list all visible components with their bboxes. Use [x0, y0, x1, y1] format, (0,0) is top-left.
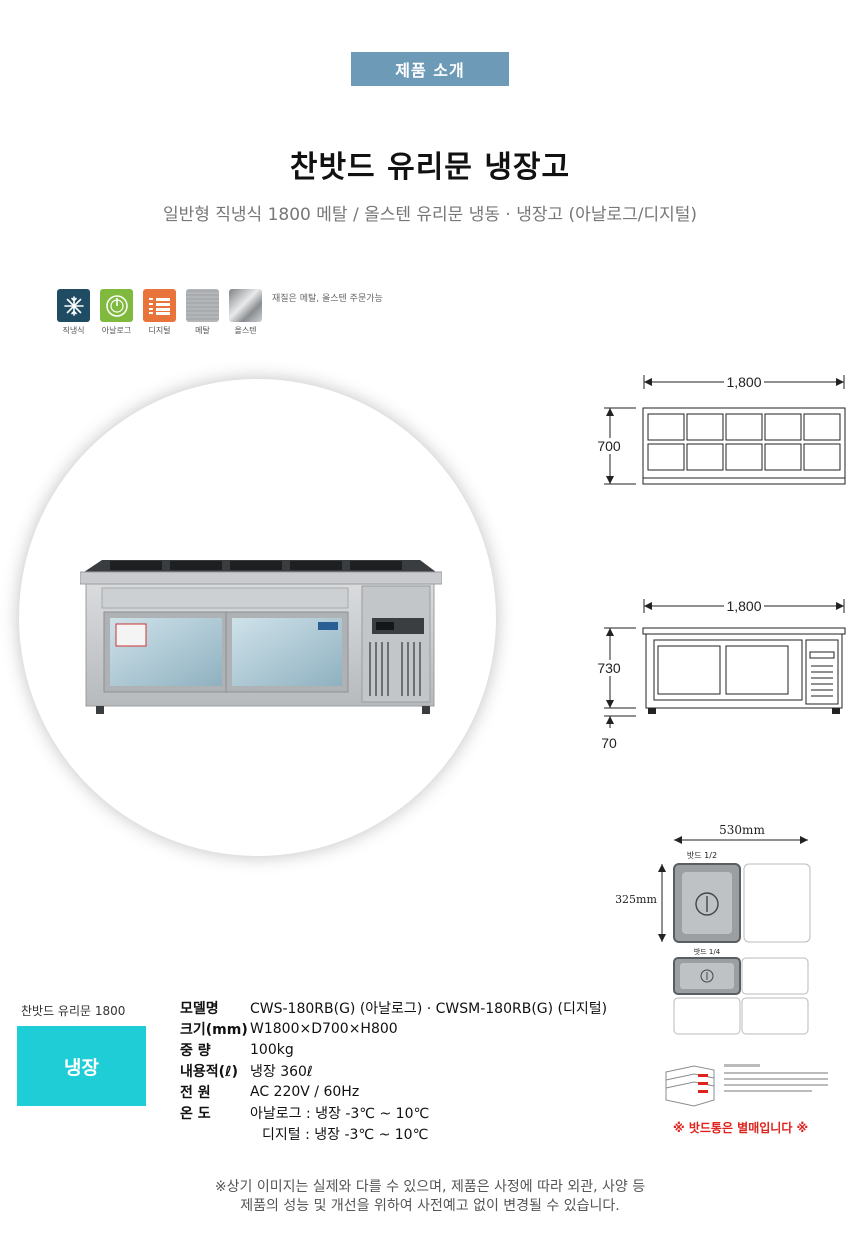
product-name: 찬밧드 유리문 1800 [21, 1004, 126, 1018]
front-width-label: 1,800 [726, 598, 761, 614]
pan-layout-drawing: 530mm 325mm 밧드 1/2 밧드 1/4 [615, 823, 811, 1035]
pan-width-label: 530mm [719, 823, 765, 837]
digital-display-icon [143, 289, 176, 322]
leg-height-label: 70 [601, 735, 617, 751]
top-view-drawing: 1,800 700 [596, 374, 846, 485]
spec-key: 모델명 [180, 1000, 219, 1017]
spec-value: AC 220V / 60Hz [250, 1083, 360, 1100]
spec-row-model: 모델명 CWS-180RB(G) (아날로그) · CWSM-180RB(G) … [180, 997, 607, 1018]
spec-temperature-digital: 디지털 : 냉장 -3℃ ~ 10℃ [262, 1126, 429, 1143]
feature-label: 직냉식 [62, 326, 85, 335]
spec-key: 전 원 [180, 1084, 211, 1101]
page-subtitle: 일반형 직냉식 1800 메탈 / 올스텐 유리문 냉동 · 냉장고 (아날로그… [162, 205, 698, 225]
feature-direct-cooling: 직냉식 [57, 289, 90, 336]
disclaimer-line: 제품의 성능 및 개선을 위하여 사전예고 없이 변경될 수 있습니다. [240, 1198, 620, 1214]
pan-sold-separately-note: ※ 밧드통은 별매입니다 ※ [673, 1121, 809, 1135]
disclaimer-line: ※상기 이미지는 실제와 다를 수 있으며, 제품은 사정에 따라 외관, 사양… [214, 1179, 646, 1195]
spec-row-capacity: 내용적(ℓ) 냉장 360ℓ [180, 1060, 607, 1081]
spec-row-temperature: 온 도 아날로그 : 냉장 -3℃ ~ 10℃ [180, 1102, 607, 1123]
spec-value: W1800×D700×H800 [250, 1020, 398, 1037]
feature-label: 메탈 [195, 326, 210, 335]
snowflake-icon [57, 289, 90, 322]
front-height-label: 730 [597, 660, 621, 676]
spec-key: 내용적(ℓ) [180, 1063, 239, 1080]
type-badge: 냉장 [17, 1026, 146, 1106]
spec-key: 중 량 [180, 1042, 211, 1059]
analog-gauge-icon [100, 289, 133, 322]
feature-icons: 직냉식 아날로그 디지털 메탈 [57, 289, 262, 336]
top-width-label: 1,800 [726, 374, 761, 390]
spec-row-size: 크기(mm) W1800×D700×H800 [180, 1018, 607, 1039]
feature-label: 디지털 [148, 326, 171, 335]
feature-digital: 디지털 [143, 289, 176, 336]
material-note: 재질은 메탈, 올스텐 주문가능 [272, 294, 383, 304]
spec-value: CWS-180RB(G) (아날로그) · CWSM-180RB(G) (디지털… [250, 1000, 608, 1017]
metal-swatch-icon [186, 289, 219, 322]
page-title: 찬밧드 유리문 냉장고 [289, 150, 571, 185]
stainless-swatch-icon [229, 289, 262, 322]
spec-row-weight: 중 량 100kg [180, 1039, 607, 1060]
spec-key: 크기(mm) [180, 1021, 248, 1038]
feature-label: 아날로그 [101, 326, 132, 335]
pan-quarter-label: 밧드 1/4 [694, 947, 721, 956]
spec-table: 모델명 CWS-180RB(G) (아날로그) · CWSM-180RB(G) … [180, 997, 607, 1144]
intro-badge: 제품 소개 [351, 52, 509, 86]
spec-value: 냉장 360ℓ [250, 1063, 313, 1080]
pan-half-label: 밧드 1/2 [687, 851, 717, 860]
spec-value: 아날로그 : 냉장 -3℃ ~ 10℃ [250, 1105, 430, 1122]
pan-height-label: 325mm [615, 893, 657, 906]
feature-analog: 아날로그 [100, 289, 133, 336]
feature-label: 올스텐 [234, 326, 257, 335]
spec-value: 100kg [250, 1041, 294, 1058]
spec-row-power: 전 원 AC 220V / 60Hz [180, 1081, 607, 1102]
top-height-label: 700 [597, 438, 621, 454]
spec-key: 온 도 [180, 1105, 211, 1122]
feature-metal: 메탈 [186, 289, 219, 336]
disclaimer: ※상기 이미지는 실제와 다를 수 있으며, 제품은 사정에 따라 외관, 사양… [0, 1178, 860, 1216]
front-view-drawing: 1,800 730 70 [596, 598, 846, 751]
product-photo [80, 560, 442, 714]
feature-stainless: 올스텐 [229, 289, 262, 336]
pan-size-illustration [665, 1064, 828, 1107]
